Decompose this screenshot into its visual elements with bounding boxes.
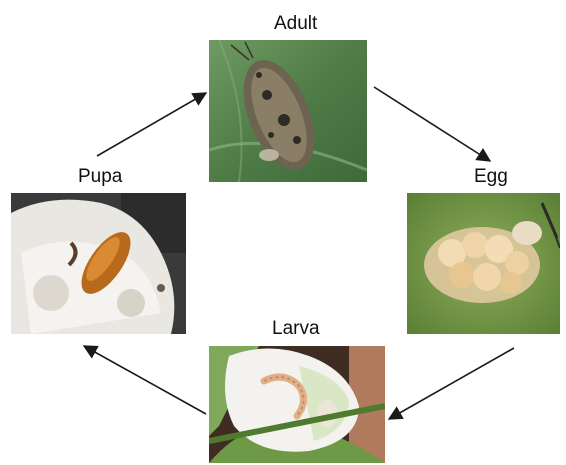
larva-photo — [209, 346, 385, 463]
arrow-pupa-to-adult — [97, 93, 206, 156]
pupa-photo — [11, 193, 186, 334]
pupa-label: Pupa — [78, 166, 122, 188]
larva-label: Larva — [272, 318, 320, 340]
egg-label: Egg — [474, 166, 508, 188]
arrow-larva-to-pupa — [84, 346, 206, 414]
arrow-egg-to-larva — [389, 348, 514, 419]
egg-photo — [407, 193, 560, 334]
adult-label: Adult — [274, 13, 317, 35]
adult-moth-photo — [209, 40, 367, 182]
arrow-adult-to-egg — [374, 87, 490, 161]
